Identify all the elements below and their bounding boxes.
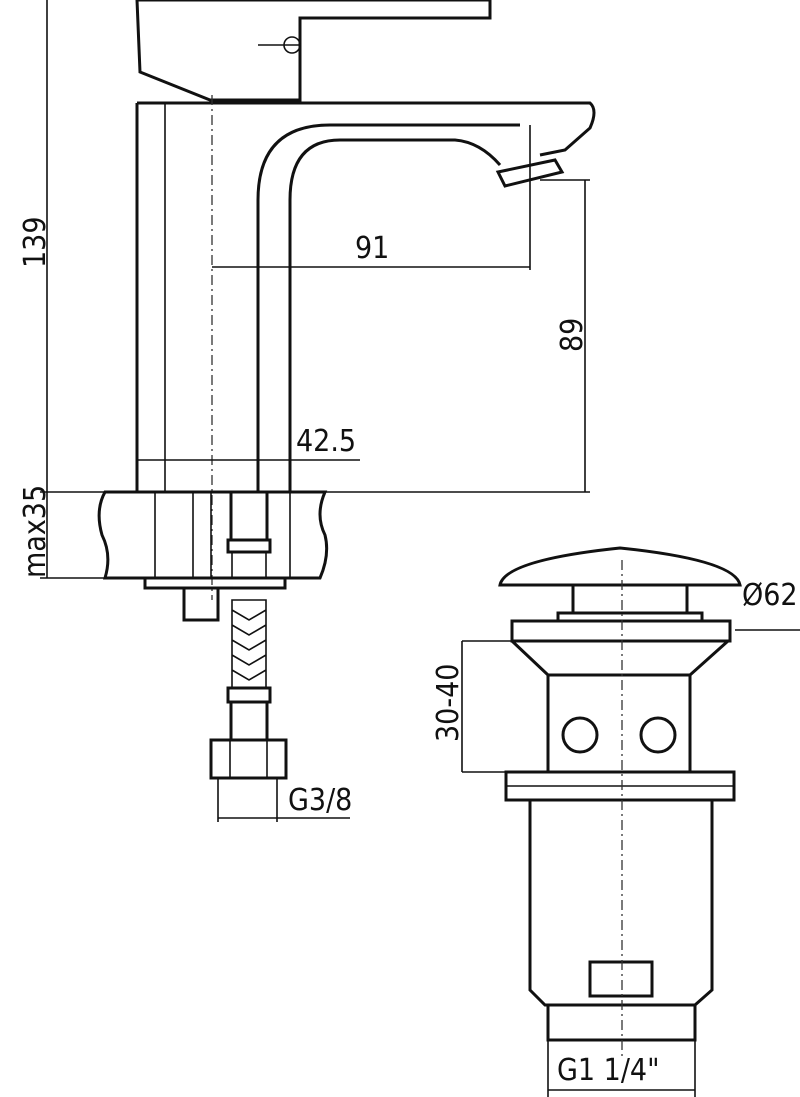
faucet-body — [135, 101, 596, 492]
mounting-stud — [182, 586, 220, 622]
dim-thread: G1 1/4" — [557, 1053, 660, 1088]
dimensions-faucet — [40, 0, 590, 822]
drain-hole-left — [561, 716, 599, 754]
drain-drawing: Ø62 30-40 G1 1/4" — [431, 546, 800, 1097]
dim-cap-diameter: Ø62 — [742, 578, 798, 613]
countertop — [97, 490, 329, 580]
dim-connection-g3-8: G3/8 — [288, 783, 352, 818]
dim-spout-89: 89 — [555, 318, 590, 352]
drain-flange-top — [510, 619, 732, 643]
drain-cap — [498, 546, 742, 587]
drain-hole-right — [639, 716, 677, 754]
faucet-handle — [135, 0, 492, 102]
dim-offset-42-5: 42.5 — [296, 424, 356, 459]
dim-height-range: 30-40 — [431, 664, 466, 742]
dim-height-139: 139 — [18, 216, 53, 268]
aerator — [495, 158, 565, 188]
hose-nut — [209, 738, 288, 780]
dimensions-drain — [461, 629, 800, 1097]
dim-counter-max35: max35 — [18, 485, 53, 578]
flexible-hose — [209, 490, 288, 780]
faucet-drawing: 139 91 89 42.5 max35 G3/8 — [18, 0, 596, 822]
dim-reach-91: 91 — [355, 231, 389, 266]
